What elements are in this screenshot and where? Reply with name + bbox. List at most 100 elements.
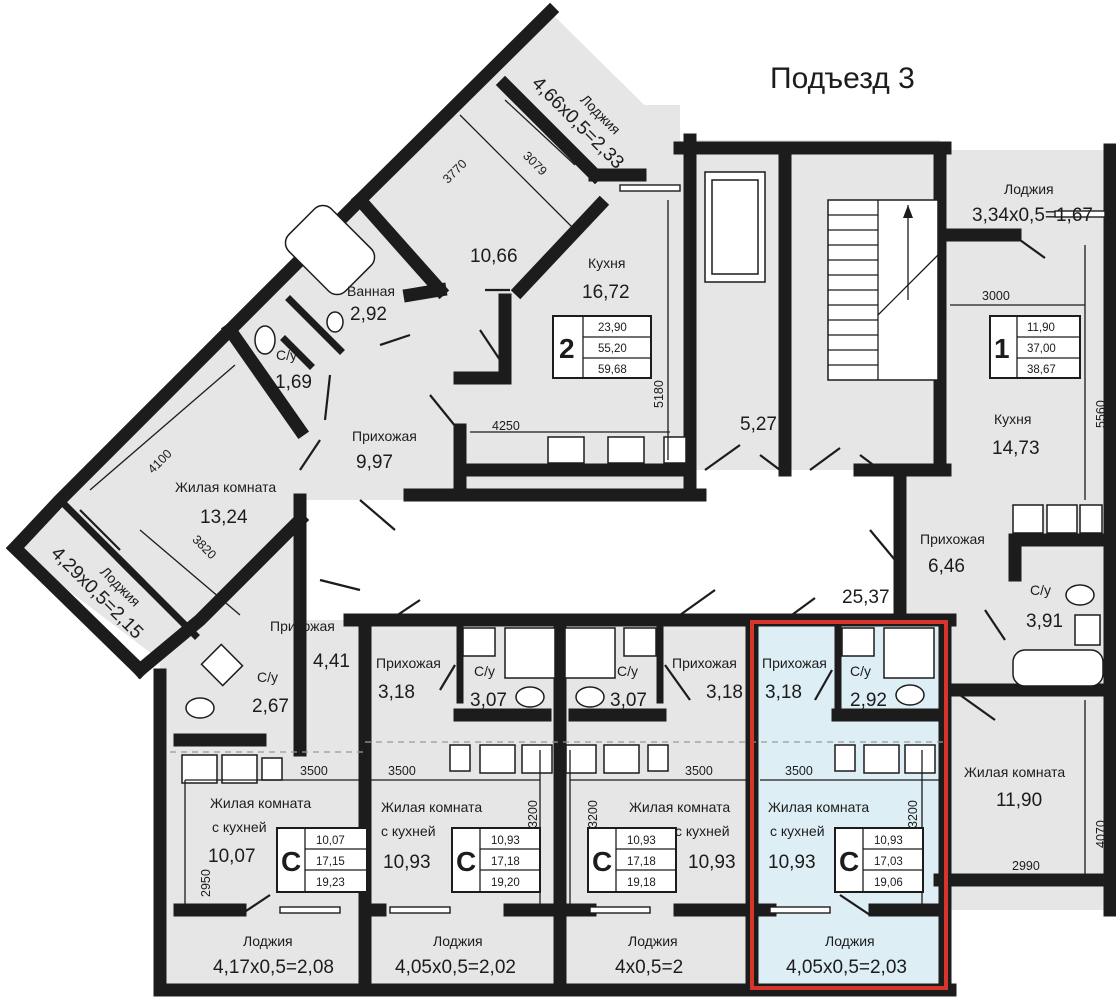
dimension: 3500 bbox=[685, 764, 713, 778]
room-area: 3,18 bbox=[765, 682, 802, 703]
room-label: Прихожая bbox=[376, 655, 441, 671]
room-area: 4х0,5=2 bbox=[615, 957, 683, 978]
windows bbox=[79, 89, 1106, 914]
room-area: 4,17х0,5=2,08 bbox=[213, 957, 334, 978]
room-area: 3,91 bbox=[1026, 611, 1063, 632]
room-area: 3,07 bbox=[610, 690, 647, 711]
room-area: 13,24 bbox=[200, 507, 248, 528]
apartment-box-apt-studio-1: С 10,07 17,15 19,23 bbox=[276, 827, 368, 893]
room-label: Жилая комната bbox=[629, 799, 730, 815]
highlighted-apartment-fill bbox=[752, 624, 944, 986]
apartment-with-loggia: 19,20 bbox=[491, 877, 520, 889]
room-label: с кухней bbox=[675, 823, 730, 839]
room-label: с кухней bbox=[212, 819, 267, 835]
room-label: С/у bbox=[1030, 582, 1051, 598]
apartment-type: 1 bbox=[994, 333, 1010, 364]
staircase bbox=[827, 199, 939, 381]
elevator-shaft bbox=[704, 171, 766, 283]
apartment-living: 10,93 bbox=[627, 835, 656, 847]
room-label: С/у bbox=[850, 663, 871, 679]
room-label: Прихожая bbox=[672, 655, 737, 671]
room-label: Жилая комната bbox=[381, 799, 482, 815]
apartment-total: 17,03 bbox=[874, 856, 903, 868]
room-label: Прихожая bbox=[352, 428, 417, 444]
room-label: с кухней bbox=[770, 823, 825, 839]
room-area: 2,92 bbox=[850, 690, 887, 711]
apartment-living: 10,93 bbox=[491, 835, 520, 847]
room-label: Кухня bbox=[588, 255, 625, 271]
apartment-total: 17,18 bbox=[491, 856, 520, 868]
apartment-with-loggia: 19,23 bbox=[316, 877, 345, 889]
room-label: с кухней bbox=[381, 823, 436, 839]
apartment-with-loggia: 38,67 bbox=[1027, 364, 1056, 376]
room-area: 3,34х0,5=1,67 bbox=[972, 205, 1093, 226]
room-area: 2,67 bbox=[252, 696, 289, 717]
room-label: Лоджия bbox=[825, 933, 875, 949]
room-label: Ванная bbox=[347, 283, 395, 299]
apartment-box-apt-studio-3: С 10,93 17,18 19,18 bbox=[587, 827, 677, 893]
apartment-type: С bbox=[839, 846, 859, 877]
room-label: Лоджия bbox=[433, 933, 483, 949]
dimension: 5180 bbox=[652, 380, 666, 408]
apartment-total: 37,00 bbox=[1027, 343, 1056, 355]
room-label: Жилая комната bbox=[964, 764, 1065, 780]
apartment-total: 55,20 bbox=[598, 343, 627, 355]
apartment-box-apt-studio-4: С 10,93 17,03 19,06 bbox=[834, 827, 924, 893]
dimension: 2990 bbox=[1012, 859, 1040, 873]
dimension: 3500 bbox=[300, 764, 328, 778]
dimension: 2950 bbox=[199, 869, 213, 897]
room-area: 3,18 bbox=[378, 682, 415, 703]
room-area: 11,90 bbox=[996, 790, 1042, 811]
room-label: Прихожая bbox=[920, 531, 985, 547]
room-area: 25,37 bbox=[842, 587, 890, 608]
dimension: 4250 bbox=[492, 419, 520, 433]
apartment-type: С bbox=[592, 846, 612, 877]
entrance-title: Подъезд 3 bbox=[770, 62, 915, 95]
dimension: 3200 bbox=[906, 800, 920, 828]
apartment-living: 10,07 bbox=[316, 835, 345, 847]
room-label: Жилая комната bbox=[210, 795, 311, 811]
dimension: 3000 bbox=[982, 289, 1010, 303]
room-area: 10,93 bbox=[383, 852, 431, 873]
room-area: 14,73 bbox=[992, 438, 1040, 459]
room-label: С/у bbox=[276, 347, 297, 363]
room-area: 1,69 bbox=[275, 372, 312, 393]
room-area: 2,92 bbox=[350, 304, 387, 325]
fixtures bbox=[181, 204, 1104, 784]
room-label: Лоджия bbox=[243, 933, 293, 949]
dimension: 3500 bbox=[785, 764, 813, 778]
apartment-living: 11,90 bbox=[1027, 322, 1055, 334]
room-label: Лоджия bbox=[628, 933, 678, 949]
room-label: Жилая комната bbox=[768, 799, 869, 815]
room-area: 10,93 bbox=[688, 852, 736, 873]
room-area: 3,18 bbox=[706, 682, 743, 703]
room-area: 9,97 bbox=[356, 452, 393, 473]
room-label: Кухня bbox=[994, 411, 1031, 427]
room-area: 10,93 bbox=[768, 852, 816, 873]
room-area: 10,07 bbox=[208, 846, 256, 867]
room-label: С/у bbox=[257, 669, 278, 685]
room-label: С/у bbox=[474, 663, 495, 679]
room-label: С/у bbox=[617, 663, 638, 679]
room-area: 16,72 bbox=[582, 282, 630, 303]
apartment-with-loggia: 19,18 bbox=[627, 877, 656, 889]
apartment-total: 17,15 bbox=[316, 856, 345, 868]
apartment-with-loggia: 19,06 bbox=[874, 877, 903, 889]
room-label: Прихожая bbox=[270, 618, 335, 634]
apartment-type: 2 bbox=[559, 333, 575, 364]
room-area: 4,05х0,5=2,02 bbox=[395, 957, 516, 978]
apartment-living: 10,93 bbox=[874, 835, 903, 847]
dimension: 3500 bbox=[388, 764, 416, 778]
room-area: 10,66 bbox=[470, 246, 518, 267]
room-label: Прихожая bbox=[762, 655, 827, 671]
dimension: 4070 bbox=[1094, 820, 1108, 848]
apartment-total: 17,18 bbox=[627, 856, 656, 868]
room-area: 4,05х0,5=2,03 bbox=[786, 957, 907, 978]
dimension: 3200 bbox=[526, 800, 540, 828]
corridor-floor bbox=[300, 470, 905, 620]
room-area: 4,41 bbox=[313, 651, 350, 672]
apartment-living: 23,90 bbox=[598, 322, 627, 334]
apartment-with-loggia: 59,68 bbox=[598, 364, 627, 376]
highlighted-apartment-border bbox=[750, 620, 948, 990]
